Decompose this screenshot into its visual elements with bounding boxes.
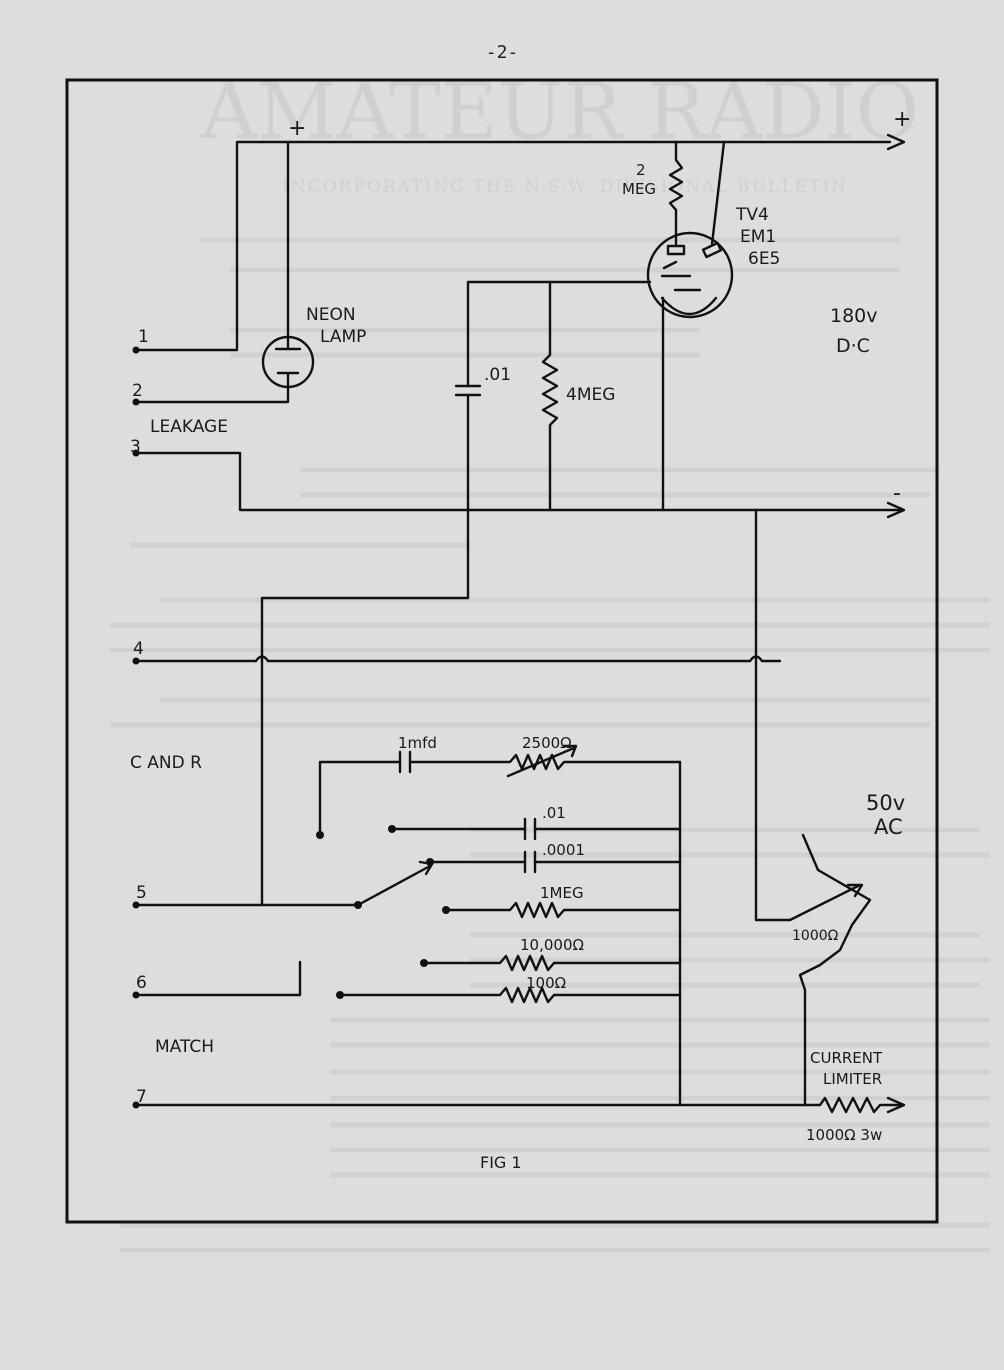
resistor-100 — [338, 986, 682, 1004]
label-c-and-r: C AND R — [130, 753, 202, 773]
label-1meg: 1MEG — [540, 884, 584, 902]
positive-rail — [235, 140, 892, 350]
label-tube-line2: EM1 — [740, 227, 776, 247]
tube-cathode — [660, 296, 718, 316]
label-1000-3w: 1000Ω 3w — [806, 1126, 882, 1144]
label-cap-01-switch: .01 — [542, 804, 566, 822]
switch-pivot — [354, 901, 362, 909]
label-tube-line3: 6E5 — [748, 249, 780, 269]
resistor-2500 — [408, 753, 682, 771]
terminal-1-dot — [132, 346, 140, 354]
ac-supply-lead — [754, 508, 792, 922]
terminal-6-lead — [132, 960, 302, 997]
switch-contact — [426, 858, 434, 866]
terminal-2-lead — [132, 371, 290, 404]
label-100: 100Ω — [526, 974, 566, 992]
label-terminal-3: 3 — [130, 437, 141, 457]
resistor-1meg — [444, 901, 682, 919]
label-2meg-line2: MEG — [622, 180, 656, 198]
label-2500: 2500Ω — [522, 734, 572, 752]
switch-contact — [316, 831, 324, 839]
label-pot-1000: 1000Ω — [792, 928, 839, 944]
tube-envelope — [646, 231, 734, 319]
label-4meg: 4MEG — [566, 385, 615, 405]
label-tube-line1: TV4 — [735, 205, 769, 225]
label-180v: 180v — [830, 305, 878, 327]
two-meg-resistor — [668, 140, 684, 212]
bleed-subtitle: INCORPORATING THE N.S.W. DIVISIONAL BULL… — [282, 177, 848, 197]
label-cap-01-left: .01 — [484, 365, 511, 385]
switch-contact — [420, 959, 428, 967]
label-2meg-line1: 2 — [636, 161, 646, 179]
switch-contact — [442, 906, 450, 914]
tube-target-lead — [710, 140, 726, 246]
pot-wiper — [788, 883, 862, 922]
label-neon-line2: LAMP — [320, 327, 366, 347]
label-match: MATCH — [155, 1037, 214, 1057]
pot-1000-track — [798, 833, 872, 1002]
label-current: CURRENT — [810, 1049, 883, 1067]
switch-contact — [336, 991, 344, 999]
terminal-4-dot — [132, 657, 140, 665]
match-common-lead — [260, 508, 470, 907]
label-cap-0001: .0001 — [542, 841, 585, 859]
grid-lead — [466, 280, 652, 388]
selector-switch-blade — [356, 864, 432, 907]
label-terminal-1: 1 — [138, 327, 149, 347]
label-1mfd: 1mfd — [398, 734, 437, 752]
terminal-2-dot — [132, 398, 140, 406]
label-neon-line1: NEON — [306, 305, 356, 325]
terminal-3-dot — [132, 449, 140, 457]
cap-1mfd — [398, 750, 412, 774]
terminal-7-dot — [132, 1101, 140, 1109]
label-plus-top: + — [288, 116, 306, 141]
label-terminal-5: 5 — [136, 883, 147, 903]
label-minus-right: - — [893, 481, 901, 506]
positive-arrow-head — [886, 133, 906, 151]
label-leakage: LEAKAGE — [150, 417, 228, 437]
page-number: -2- — [485, 42, 519, 63]
negative-arrow-head — [886, 501, 906, 519]
label-ac: AC — [874, 815, 903, 839]
switch-contact — [388, 825, 396, 833]
terminal-5-dot — [132, 901, 140, 909]
label-terminal-6: 6 — [136, 973, 147, 993]
label-terminal-7: 7 — [136, 1087, 147, 1107]
label-terminal-2: 2 — [132, 381, 143, 401]
label-dc: D·C — [836, 335, 870, 357]
resistor-10000 — [422, 954, 682, 972]
label-terminal-4: 4 — [133, 639, 144, 659]
label-50v: 50v — [866, 791, 905, 815]
terminal-3-lead — [132, 451, 472, 512]
figure-border — [65, 78, 939, 1224]
label-limiter: LIMITER — [823, 1070, 882, 1088]
current-limiter-resistor — [803, 1096, 902, 1114]
terminal-6-dot — [132, 991, 140, 999]
limiter-arrow-head — [886, 1096, 906, 1114]
four-meg-resistor — [541, 280, 559, 512]
label-10000: 10,000Ω — [520, 936, 584, 954]
label-plus-right: + — [893, 107, 911, 132]
label-fig-1: FIG 1 — [480, 1153, 522, 1172]
